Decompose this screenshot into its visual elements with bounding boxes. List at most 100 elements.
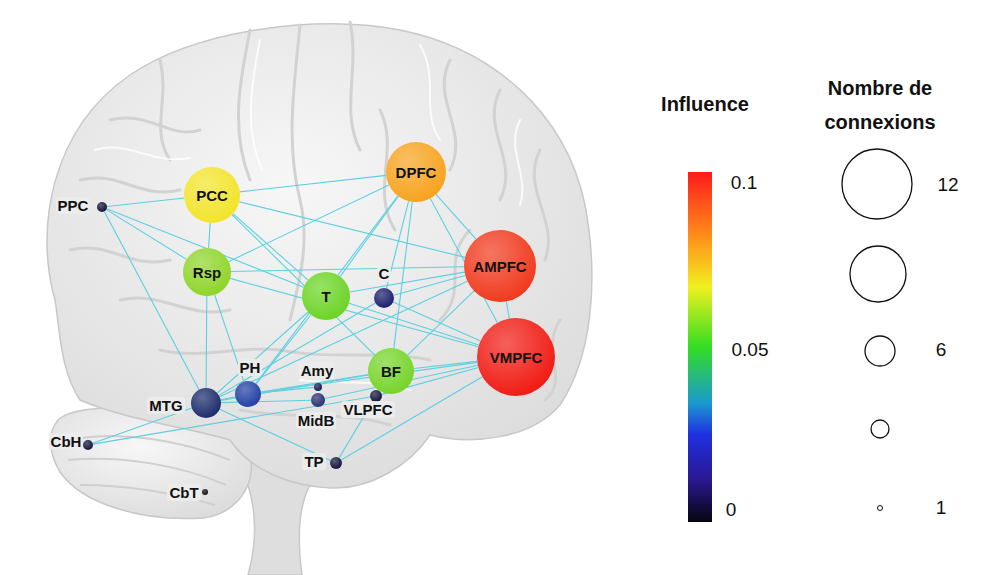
- connection-line: [229, 185, 389, 262]
- node-circle-shape: [386, 142, 446, 202]
- connection-line: [217, 312, 308, 393]
- connection-stroke: [93, 397, 370, 444]
- connection-stroke: [240, 175, 386, 192]
- region-circle: DPFC: [386, 142, 446, 202]
- region-label: VLPFC: [341, 401, 394, 418]
- connection-line: [436, 194, 476, 239]
- region-label: CbH: [49, 433, 84, 450]
- connection-line: [104, 211, 199, 389]
- connection-stroke: [408, 291, 475, 355]
- connection-line: [230, 278, 478, 346]
- tick-label: 0.1: [731, 172, 757, 194]
- node-circle: [314, 383, 322, 391]
- region-label: CbT: [167, 484, 200, 501]
- connection-stroke: [350, 272, 465, 292]
- region-label: Rsp: [193, 264, 221, 281]
- connection-line: [350, 272, 465, 292]
- tick-label: 0.05: [732, 339, 769, 361]
- region-dot: CbT: [202, 489, 208, 495]
- region-label: PPC: [56, 197, 91, 214]
- label-holder: T: [302, 272, 350, 320]
- connection-stroke: [230, 278, 478, 346]
- connection-line: [506, 301, 509, 318]
- node-circle-shape: [302, 272, 350, 320]
- node-circle-shape: [330, 457, 342, 469]
- connection-line: [106, 210, 186, 260]
- tick-label: 6: [936, 339, 947, 361]
- region-label: VMPFC: [490, 349, 543, 366]
- region-label: C: [377, 265, 392, 282]
- connection-stroke: [104, 211, 199, 389]
- region-dot: MidB: [311, 393, 325, 407]
- cerebrum: [47, 24, 592, 488]
- region-label: DPFC: [396, 164, 437, 181]
- size-sample: [878, 506, 883, 511]
- legend-title: Nombre de connexions: [795, 71, 965, 139]
- region-label: BF: [381, 363, 401, 380]
- label-holder: AMPFC: [464, 230, 536, 302]
- region-dot: TP: [330, 457, 342, 469]
- connection-line: [408, 291, 475, 355]
- connection-line: [349, 303, 479, 345]
- region-circle: Rsp: [183, 248, 231, 296]
- region-dot: CbH: [83, 440, 93, 450]
- connection-stroke: [349, 303, 479, 345]
- connection-line: [221, 400, 311, 402]
- node-circle-shape: [191, 388, 221, 418]
- region-circle: VMPFC: [477, 318, 555, 396]
- region-label: TP: [302, 453, 325, 470]
- connection-stroke: [436, 194, 476, 239]
- region-dot: Amy: [314, 383, 322, 391]
- node-circle-shape: [314, 383, 322, 391]
- size-sample: [842, 149, 912, 219]
- tick-label: 0: [726, 499, 737, 521]
- region-circle: AMPFC: [464, 230, 536, 302]
- region-circle: PCC: [184, 167, 240, 223]
- node-circle-shape: [368, 348, 414, 394]
- size-sample: [850, 246, 906, 302]
- node-circle-shape: [477, 318, 555, 396]
- connection-stroke: [206, 296, 208, 388]
- region-label: MTG: [147, 397, 184, 414]
- connection-line: [107, 198, 184, 206]
- region-label: PCC: [196, 187, 228, 204]
- region-label: Amy: [299, 362, 336, 379]
- node-circle: [311, 393, 325, 407]
- node-circle-shape: [184, 167, 240, 223]
- node-circle: [235, 381, 261, 407]
- connection-stroke: [506, 301, 509, 318]
- label-holder: PCC: [184, 167, 240, 223]
- gyri-highlight: [95, 40, 522, 390]
- label-holder: VMPFC: [477, 318, 555, 396]
- node-circle-shape: [235, 381, 261, 407]
- node-circle-shape: [374, 288, 394, 308]
- connection-stroke: [229, 185, 389, 262]
- region-label: T: [321, 288, 330, 305]
- region-dot: C: [374, 288, 394, 308]
- connection-line: [394, 276, 466, 296]
- node-circle: [202, 489, 208, 495]
- node-circle-shape: [183, 248, 231, 296]
- node-circle: [330, 457, 342, 469]
- region-dot: VLPFC: [370, 390, 382, 402]
- region-dot: PPC: [97, 202, 107, 212]
- connection-stroke: [393, 302, 480, 341]
- node-circle: [97, 202, 107, 212]
- region-label: AMPFC: [473, 258, 526, 275]
- connection-stroke: [394, 276, 466, 296]
- connection-stroke: [209, 223, 211, 248]
- region-label: PH: [238, 359, 263, 376]
- node-circle-shape: [464, 230, 536, 302]
- node-circle-shape: [202, 489, 208, 495]
- connection-line: [209, 223, 211, 248]
- tick-label: 12: [937, 174, 958, 196]
- node-circle: [83, 440, 93, 450]
- connection-line: [240, 175, 386, 192]
- node-circle-shape: [83, 440, 93, 450]
- label-holder: DPFC: [386, 142, 446, 202]
- connection-stroke: [217, 312, 308, 393]
- connection-stroke: [106, 210, 186, 260]
- connection-stroke: [107, 198, 184, 206]
- connection-stroke: [231, 267, 464, 272]
